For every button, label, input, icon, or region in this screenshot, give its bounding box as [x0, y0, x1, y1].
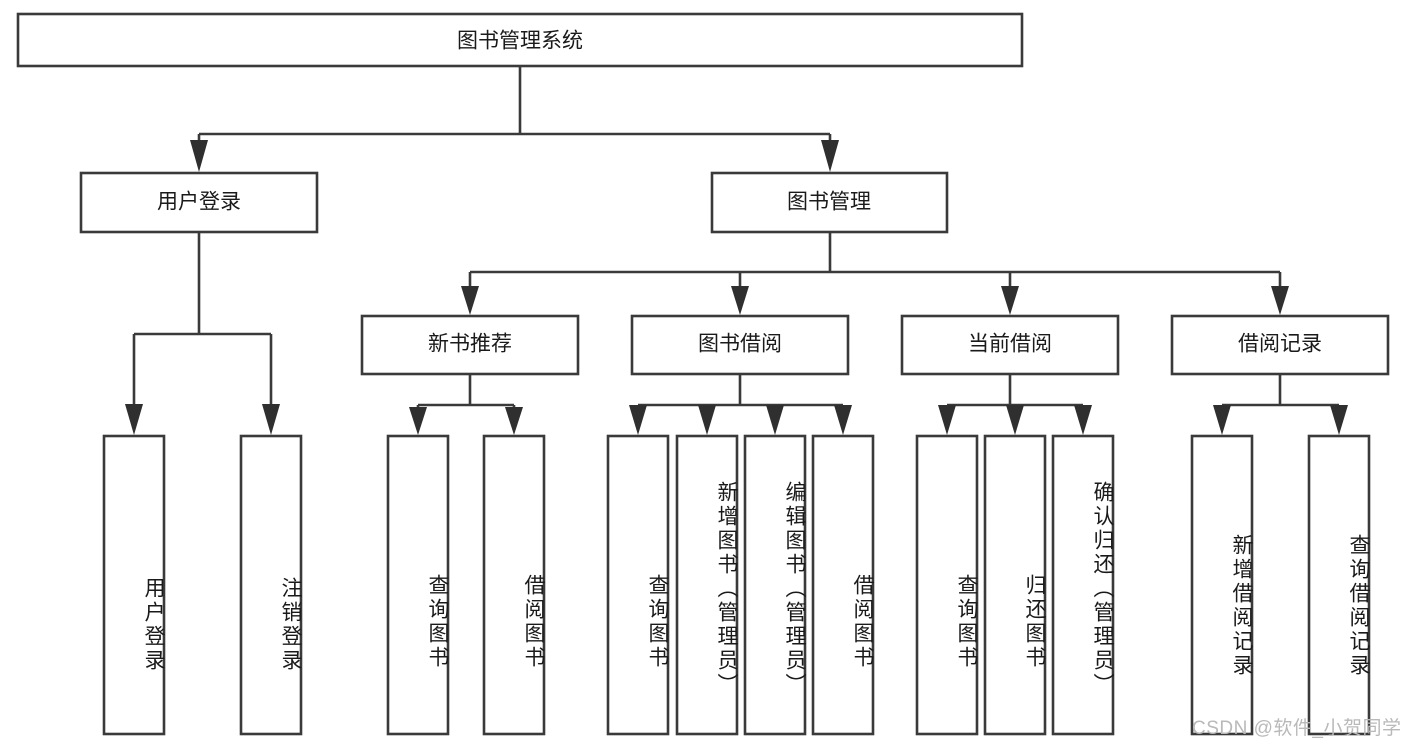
- arrow-head-leaf-logout: [262, 404, 280, 435]
- arrow-head-leaf-query-book-1: [409, 407, 427, 435]
- arrow-head-leaf-add-record: [1213, 405, 1231, 435]
- arrow-head-borrow-record: [1271, 286, 1289, 315]
- node-label-borrow-record: 借阅记录: [1238, 333, 1322, 356]
- node-label-root: 图书管理系统: [457, 30, 583, 53]
- arrow-head-leaf-return-book: [1006, 405, 1024, 435]
- arrow-head-current-borrow: [1001, 286, 1019, 315]
- node-box-leaf-user-login[interactable]: [102, 434, 166, 736]
- node-layer: 图书管理系统 用户登录 图书管理 新书推荐 图书借阅 当前借阅 借阅记录: [16, 12, 1390, 736]
- node-label-current-borrow: 当前借阅: [968, 333, 1052, 356]
- node-box-book-borrow[interactable]: [630, 314, 850, 376]
- node-box-leaf-query-borrow-record[interactable]: [1307, 434, 1371, 736]
- arrow-head-leaf-borrow-book-1: [505, 407, 523, 435]
- arrow-head-new-book-rec: [461, 286, 479, 315]
- arrow-head-leaf-confirm-return: [1074, 405, 1092, 435]
- connector-layer: [125, 66, 1348, 435]
- node-label-book-borrow: 图书借阅: [698, 333, 782, 356]
- node-box-borrow-record[interactable]: [1170, 314, 1390, 376]
- arrow-head-leaf-query-book-3: [938, 405, 956, 435]
- arrow-head-user-login: [190, 140, 208, 172]
- node-box-leaf-query-book-borrow[interactable]: [606, 434, 670, 736]
- arrow-head-leaf-add-book: [698, 405, 716, 435]
- arrow-head-leaf-query-record: [1330, 405, 1348, 435]
- arrow-head-leaf-borrow-book-2: [834, 405, 852, 435]
- node-box-current-borrow[interactable]: [900, 314, 1120, 376]
- node-box-leaf-return-book[interactable]: [983, 434, 1047, 736]
- node-box-leaf-edit-book[interactable]: [743, 434, 807, 736]
- node-box-new-book-recommend[interactable]: [360, 314, 580, 376]
- arrow-head-book-mgmt: [821, 140, 839, 172]
- csdn-watermark: CSDN @软件_小贺同学: [1192, 718, 1402, 739]
- node-box-leaf-borrow-book-rec[interactable]: [482, 434, 546, 736]
- node-label-user-login: 用户登录: [157, 191, 241, 214]
- node-box-leaf-confirm-return[interactable]: [1051, 434, 1115, 736]
- node-box-leaf-borrow-book[interactable]: [811, 434, 875, 736]
- arrow-head-leaf-edit-book: [766, 405, 784, 435]
- node-box-leaf-logout[interactable]: [239, 434, 303, 736]
- node-box-leaf-add-borrow-record[interactable]: [1190, 434, 1254, 736]
- arrow-head-book-borrow: [731, 286, 749, 315]
- node-box-root[interactable]: [16, 12, 1024, 68]
- node-box-leaf-add-book[interactable]: [675, 434, 739, 736]
- node-box-book-management[interactable]: [710, 171, 949, 234]
- node-label-book-management: 图书管理: [787, 191, 871, 214]
- node-box-user-login[interactable]: [79, 171, 319, 234]
- arrow-head-leaf-user-login: [125, 404, 143, 435]
- node-label-new-book-recommend: 新书推荐: [428, 333, 512, 356]
- arrow-head-leaf-query-book-2: [629, 405, 647, 435]
- node-box-leaf-query-book-current[interactable]: [915, 434, 979, 736]
- node-box-leaf-query-book-rec[interactable]: [386, 434, 450, 736]
